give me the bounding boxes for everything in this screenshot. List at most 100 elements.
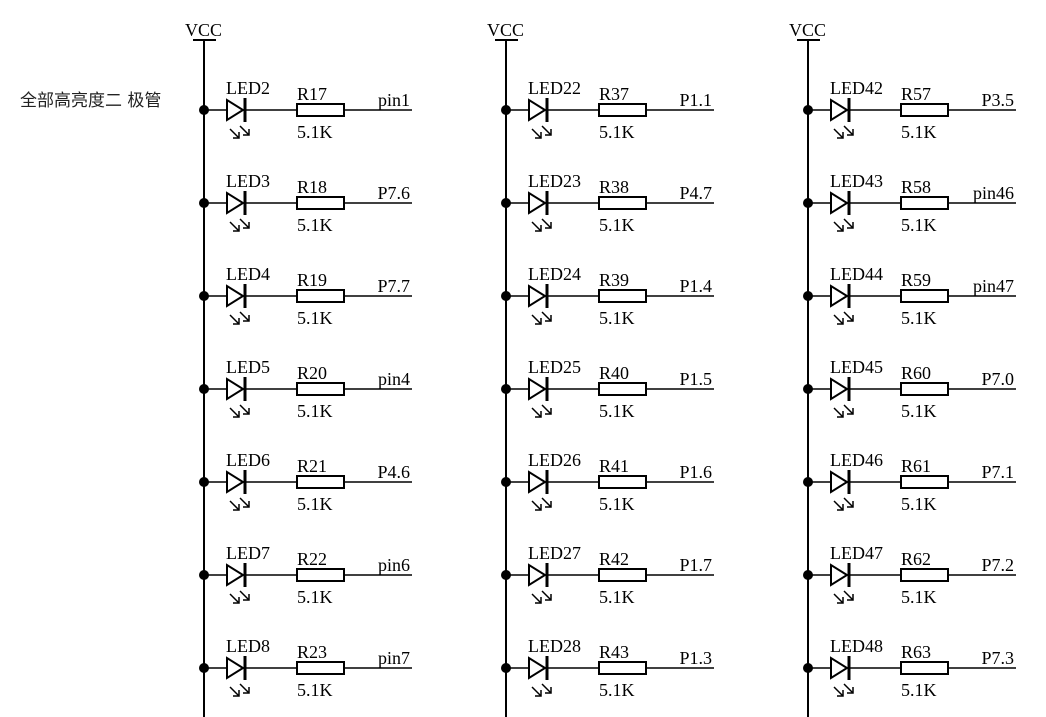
net-label: P4.7 <box>679 183 712 203</box>
resistor-designator: R39 <box>599 270 629 290</box>
light-arrow-head <box>233 597 240 604</box>
note-label: 全部高亮度二 极管 <box>20 91 162 111</box>
resistor-designator: R23 <box>297 642 327 662</box>
light-arrow-icon <box>843 311 854 322</box>
light-arrow-icon <box>531 593 542 604</box>
vcc-label: VCC <box>185 20 222 40</box>
resistor-designator: R43 <box>599 642 629 662</box>
light-arrow-icon <box>229 593 240 604</box>
resistor-symbol <box>296 568 345 582</box>
net-label: P7.0 <box>981 369 1014 389</box>
resistor-symbol <box>296 382 345 396</box>
net-label: P7.2 <box>981 555 1014 575</box>
light-arrow-head <box>847 222 854 229</box>
led-designator: LED43 <box>830 171 883 191</box>
light-arrow-head <box>233 411 240 418</box>
resistor-symbol <box>598 568 647 582</box>
resistor-symbol <box>598 382 647 396</box>
resistor-designator: R18 <box>297 177 327 197</box>
light-arrow-head <box>243 594 250 601</box>
light-arrow-icon <box>843 125 854 136</box>
resistor-designator: R61 <box>901 456 931 476</box>
net-label: P1.5 <box>679 369 712 389</box>
light-arrow-icon <box>843 404 854 415</box>
net-label: P1.6 <box>679 462 712 482</box>
light-arrow-head <box>233 504 240 511</box>
net-label: P1.1 <box>679 90 712 110</box>
light-arrow-head <box>535 225 542 232</box>
vcc-label: VCC <box>789 20 826 40</box>
resistor-designator: R60 <box>901 363 931 383</box>
net-label: P1.3 <box>679 648 712 668</box>
resistor-symbol <box>296 661 345 675</box>
resistor-value: 5.1K <box>297 494 333 514</box>
light-arrow-icon <box>531 221 542 232</box>
led-symbol <box>528 98 547 122</box>
led-symbol <box>830 656 849 680</box>
light-arrow-icon <box>541 404 552 415</box>
light-arrow-head <box>545 222 552 229</box>
led-symbol <box>830 191 849 215</box>
resistor-value: 5.1K <box>901 215 937 235</box>
led-designator: LED45 <box>830 357 883 377</box>
light-arrow-head <box>545 594 552 601</box>
resistor-symbol <box>900 103 949 117</box>
led-designator: LED2 <box>226 78 270 98</box>
light-arrow-head <box>243 315 250 322</box>
light-arrow-head <box>545 408 552 415</box>
light-arrow-icon <box>531 314 542 325</box>
resistor-value: 5.1K <box>599 587 635 607</box>
resistor-symbol <box>296 103 345 117</box>
light-arrow-icon <box>239 404 250 415</box>
resistor-symbol <box>598 475 647 489</box>
resistor-symbol <box>900 289 949 303</box>
light-arrow-icon <box>843 590 854 601</box>
net-label: pin6 <box>378 555 410 575</box>
light-arrow-icon <box>833 500 844 511</box>
led-symbol <box>528 470 547 494</box>
net-label: pin1 <box>378 90 410 110</box>
net-label: P3.5 <box>981 90 1014 110</box>
light-arrow-icon <box>229 221 240 232</box>
resistor-designator: R22 <box>297 549 327 569</box>
light-arrow-icon <box>229 686 240 697</box>
light-arrow-icon <box>541 125 552 136</box>
light-arrow-icon <box>833 314 844 325</box>
light-arrow-head <box>847 129 854 136</box>
light-arrow-head <box>233 225 240 232</box>
light-arrow-head <box>535 318 542 325</box>
resistor-value: 5.1K <box>297 401 333 421</box>
light-arrow-head <box>243 129 250 136</box>
net-label: P1.4 <box>679 276 712 296</box>
light-arrow-icon <box>843 218 854 229</box>
light-arrow-icon <box>541 683 552 694</box>
resistor-designator: R58 <box>901 177 931 197</box>
led-designator: LED8 <box>226 636 270 656</box>
light-arrow-icon <box>541 311 552 322</box>
light-arrow-head <box>837 504 844 511</box>
light-arrow-icon <box>541 590 552 601</box>
light-arrow-icon <box>833 686 844 697</box>
light-arrow-head <box>837 132 844 139</box>
resistor-value: 5.1K <box>901 308 937 328</box>
resistor-designator: R62 <box>901 549 931 569</box>
led-symbol <box>830 563 849 587</box>
resistor-designator: R37 <box>599 84 629 104</box>
led-symbol <box>226 377 245 401</box>
resistor-value: 5.1K <box>297 587 333 607</box>
led-designator: LED46 <box>830 450 883 470</box>
light-arrow-icon <box>239 311 250 322</box>
led-symbol <box>226 191 245 215</box>
light-arrow-head <box>837 690 844 697</box>
